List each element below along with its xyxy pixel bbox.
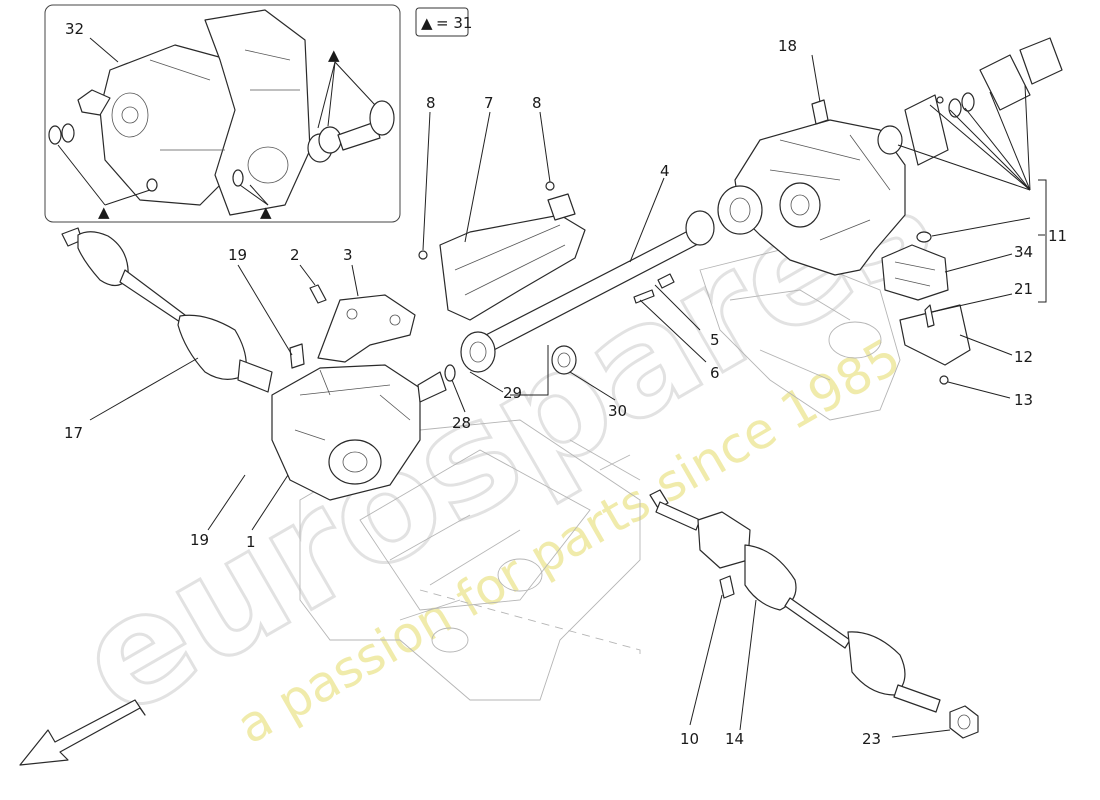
inset-detail-box: 32 ▲ ▲ ▲ xyxy=(44,4,401,223)
callout-32: 32 xyxy=(65,20,84,38)
callout-12: 12 xyxy=(1014,348,1033,366)
callout-4: 4 xyxy=(660,162,670,180)
left-drive-shaft xyxy=(61,227,273,393)
callout-11: 11 xyxy=(1048,227,1067,245)
hub-nut xyxy=(949,705,979,739)
callout-17: 17 xyxy=(64,424,83,442)
callout-5: 5 xyxy=(710,331,720,349)
callout-labels: 1 2 3 4 5 6 7 8 8 10 11 12 13 14 17 18 1… xyxy=(64,37,1067,748)
inset-marker-left: ▲ xyxy=(98,203,110,221)
callout-3: 3 xyxy=(343,246,353,264)
callout-29: 29 xyxy=(503,384,522,402)
shaft-seals xyxy=(444,345,577,396)
callout-34: 34 xyxy=(1014,243,1033,261)
inset-marker-right: ▲ xyxy=(260,203,272,221)
right-drive-shaft xyxy=(649,489,941,713)
legend-text: = 31 xyxy=(436,14,472,32)
bolts xyxy=(418,181,675,304)
front-direction-arrow xyxy=(19,699,146,766)
callout-1: 1 xyxy=(246,533,256,551)
callout-10: 10 xyxy=(680,730,699,748)
callout-23: 23 xyxy=(862,730,881,748)
callout-18: 18 xyxy=(778,37,797,55)
front-differential xyxy=(271,343,447,501)
callout-8-left: 8 xyxy=(426,94,436,112)
legend-box: ▲ = 31 xyxy=(415,7,472,37)
callout-21: 21 xyxy=(1014,280,1033,298)
callout-14: 14 xyxy=(725,730,744,748)
transfer-case xyxy=(717,37,1063,276)
callout-28: 28 xyxy=(452,414,471,432)
callout-13: 13 xyxy=(1014,391,1033,409)
callout-6: 6 xyxy=(710,364,720,382)
callout-19-upper: 19 xyxy=(228,246,247,264)
engine-sump-outline xyxy=(299,419,641,701)
inset-marker-top: ▲ xyxy=(328,46,340,64)
propeller-shaft xyxy=(460,210,715,373)
heat-shield xyxy=(439,193,586,321)
callout-2: 2 xyxy=(290,246,300,264)
differential-bracket xyxy=(309,284,416,363)
callout-30: 30 xyxy=(608,402,627,420)
leader-lines xyxy=(89,54,1047,738)
legend-marker: ▲ xyxy=(421,14,433,32)
callout-19-lower: 19 xyxy=(190,531,209,549)
callout-8-right: 8 xyxy=(532,94,542,112)
callout-7: 7 xyxy=(484,94,494,112)
